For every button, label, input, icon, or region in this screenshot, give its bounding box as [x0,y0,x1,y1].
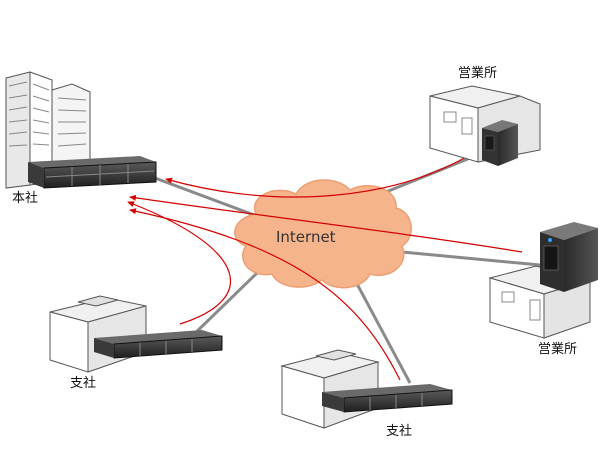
hq-rack-server [28,156,157,189]
office-top-tower-server [482,120,518,166]
branch-left-rack-server [94,330,223,359]
hq-label: 本社 [12,191,39,206]
internet-cloud [234,179,412,289]
branch-left-building [49,295,147,373]
link-office-right [401,250,541,267]
office-right-tower-server [540,222,598,292]
flow-office-top [165,155,469,198]
hq-building [5,71,91,189]
branch-bottom-label: 支社 [386,424,413,439]
branch-left-label: 支社 [70,376,97,391]
flow-branch-left [127,201,231,325]
flow-branch-bottom [129,208,401,381]
link-branch-bottom [354,281,412,384]
flow-office-right [129,194,523,253]
network-links [154,150,541,384]
internet-label: Internet [276,228,336,246]
link-branch-left [186,270,260,342]
link-hq [154,176,263,220]
vpn-flows [127,155,523,381]
branch-bottom-rack-server [322,384,453,413]
office-top-label: 営業所 [458,66,498,81]
office-right-label: 営業所 [538,342,578,357]
